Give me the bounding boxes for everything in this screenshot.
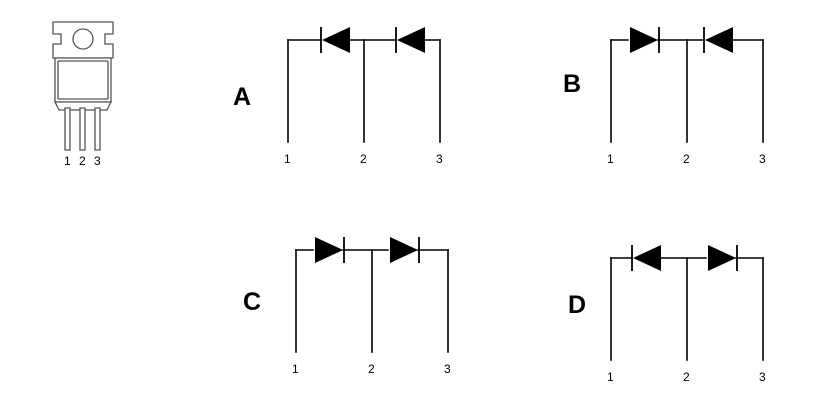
option-d-circuit: 1 2 3 [607, 245, 766, 384]
option-b-diode-2-triangle [705, 27, 733, 53]
option-a-letter: A [233, 83, 252, 111]
option-a-terminal-label-3: 3 [436, 152, 443, 166]
lead-2 [79, 107, 86, 151]
option-c-terminal-label-1: 1 [292, 362, 299, 376]
package-mounting-hole [72, 28, 94, 50]
option-a-terminal-label-2: 2 [360, 152, 367, 166]
package-pin-label-2: 2 [79, 154, 86, 168]
option-b-terminal-label-3: 3 [759, 152, 766, 166]
package-body [54, 57, 112, 103]
option-c-terminal-label-3: 3 [444, 362, 451, 376]
option-c-letter: C [243, 288, 262, 316]
option-c-diode-2-triangle [390, 237, 418, 263]
package-pin-label-1: 1 [64, 154, 71, 168]
option-c-circuit: 1 2 3 [292, 237, 451, 376]
option-b-terminal-label-2: 2 [683, 152, 690, 166]
option-d-diode-2-triangle [708, 245, 736, 271]
option-b-letter: B [563, 70, 582, 98]
package-body-bevel [57, 61, 109, 100]
option-b-terminal-label-1: 1 [607, 152, 614, 166]
option-b-circuit: 1 2 3 [607, 27, 766, 166]
option-c-diode-1-triangle [315, 237, 343, 263]
option-d-terminal-label-2: 2 [683, 370, 690, 384]
package-pin-label-3: 3 [94, 154, 101, 168]
option-d-terminal-label-1: 1 [607, 370, 614, 384]
option-b-diode-1-triangle [630, 27, 658, 53]
lead-1 [64, 107, 71, 151]
option-a-diode-1-triangle [322, 27, 350, 53]
option-a-terminal-label-1: 1 [284, 152, 291, 166]
option-a-circuit: 1 2 3 [284, 27, 443, 166]
lead-3 [94, 107, 101, 151]
option-a-diode-2-triangle [397, 27, 425, 53]
to-220-transistor-package: 1 2 3 [52, 21, 114, 168]
option-c-terminal-label-2: 2 [368, 362, 375, 376]
option-d-terminal-label-3: 3 [759, 370, 766, 384]
option-d-letter: D [568, 291, 587, 319]
option-d-diode-1-triangle [633, 245, 661, 271]
